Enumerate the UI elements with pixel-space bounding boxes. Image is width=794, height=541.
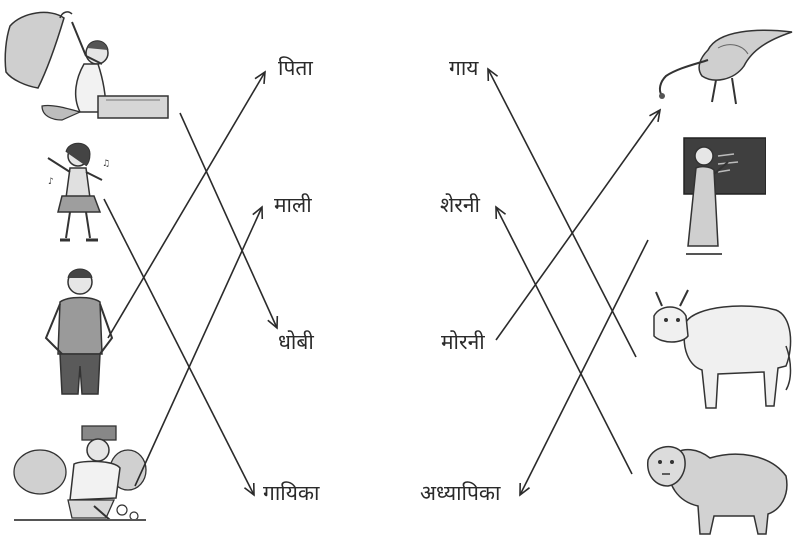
arrowhead — [243, 482, 255, 497]
word-gaayika: गायिका — [263, 481, 320, 505]
arrow-gardener-to-maali — [134, 205, 264, 487]
arrowhead — [519, 482, 531, 497]
cow-picture — [653, 289, 792, 409]
word-dhobi: धोबी — [278, 330, 314, 354]
word-morni: मोरनी — [441, 330, 485, 354]
word-maali: माली — [274, 193, 312, 217]
arrow-singer-to-gaayika — [103, 198, 255, 497]
arrowhead — [267, 315, 279, 330]
word-sherni: शेरनी — [440, 193, 480, 217]
washerman-picture — [4, 11, 169, 121]
gardener-picture — [13, 425, 147, 521]
arrow-morni-to-peahen — [495, 108, 662, 341]
teacher-picture — [683, 137, 766, 255]
arrowhead — [487, 67, 499, 82]
svg-text:♫: ♫ — [102, 159, 110, 169]
arrow-teacher-to-adhyaapika — [519, 239, 649, 497]
lioness-picture — [647, 446, 788, 535]
arrow-washerman-to-dhobi — [179, 112, 279, 330]
arrow-cow-to-gaay — [487, 67, 637, 358]
arrowhead — [254, 70, 266, 85]
arrow-lioness-to-sherni — [495, 205, 633, 475]
word-gaay: गाय — [449, 56, 479, 80]
arrowhead — [649, 108, 662, 122]
arrow-father-to-pita — [107, 70, 266, 339]
arrowhead — [252, 205, 264, 220]
svg-text:♪: ♪ — [48, 177, 54, 187]
word-pita: पिता — [278, 56, 313, 80]
word-adhyaapika: अध्यापिका — [420, 481, 501, 505]
man-picture — [44, 268, 114, 395]
arrowhead — [495, 205, 507, 220]
peahen-picture — [658, 29, 793, 105]
singing-girl-picture: ♪ ♫ — [47, 142, 110, 242]
